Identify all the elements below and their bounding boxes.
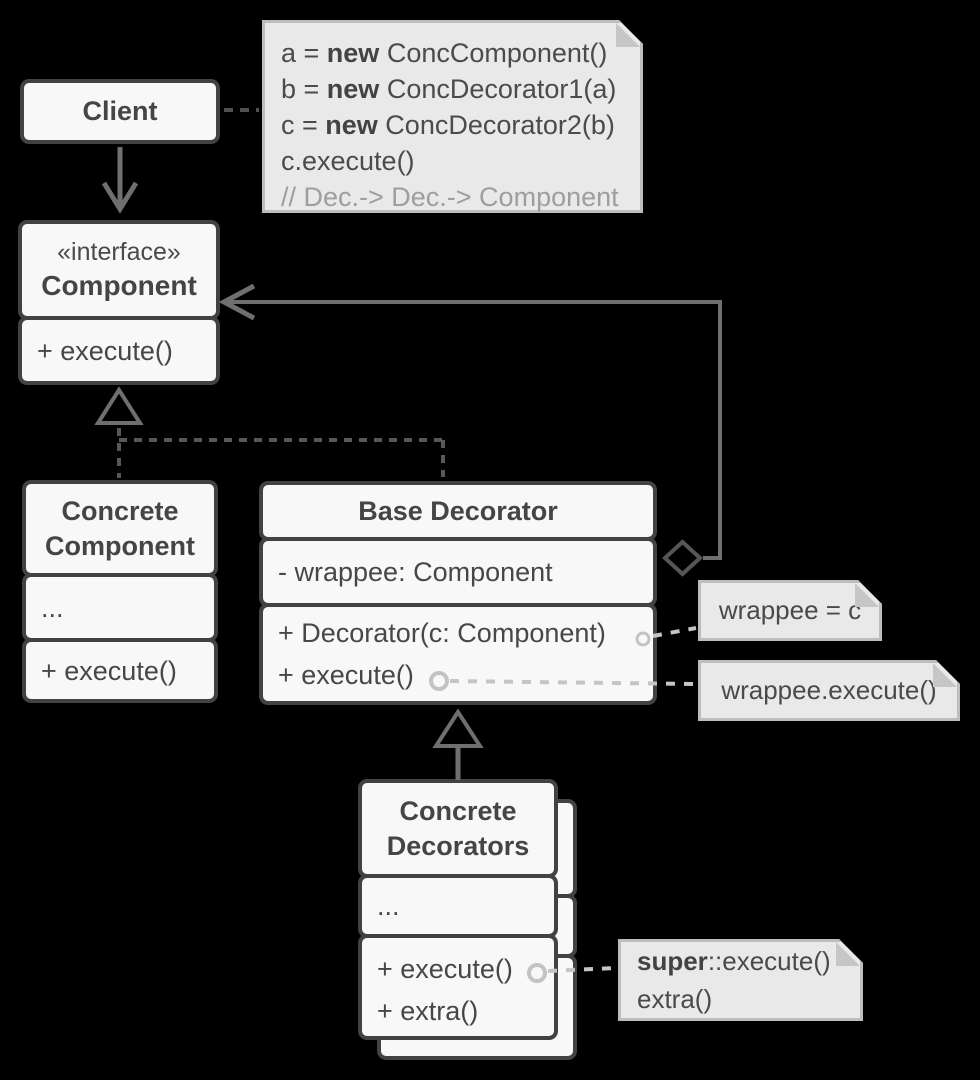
client-title-compartment: Client: [20, 79, 220, 144]
class-component: «interface» Component + execute(): [18, 220, 220, 385]
class-client: Client: [20, 79, 220, 144]
code-line: a = new ConcComponent(): [281, 38, 608, 68]
code-line: b = new ConcDecorator1(a): [281, 74, 617, 104]
note-super-execute: super::execute() extra(): [618, 939, 863, 1021]
component-title-compartment: «interface» Component: [18, 220, 220, 320]
class-base-decorator: Base Decorator - wrappee: Component + De…: [259, 481, 657, 705]
method-row: + extra(): [377, 996, 479, 1026]
note-wrappee-execute: wrappee.execute(): [698, 660, 960, 721]
note-text-line: super::execute(): [637, 946, 831, 976]
code-line: c.execute(): [281, 146, 415, 176]
open-arrowhead-icon: [218, 283, 256, 321]
method-row: + execute(): [278, 660, 414, 690]
ellipsis-row: ...: [41, 592, 64, 623]
attribute-row: - wrappee: Component: [278, 557, 553, 587]
method-row: + execute(): [377, 954, 513, 984]
base-decorator-name: Base Decorator: [358, 495, 558, 526]
concrete-decorators-fields-compartment: ...: [358, 874, 558, 938]
concrete-component-fields-compartment: ...: [22, 573, 218, 642]
hollow-triangle-icon: [94, 386, 144, 425]
note-fold-icon: [855, 583, 879, 607]
note-text-line: extra(): [637, 984, 713, 1014]
aggregation-diamond-icon: [662, 539, 703, 577]
class-concrete-decorators: Concrete Decorators ... + execute() + ex…: [358, 779, 558, 1040]
code-comment: // Dec.-> Dec.-> Component: [281, 182, 619, 212]
method-row: + execute(): [37, 335, 173, 366]
note-fold-icon: [933, 663, 957, 687]
note-wrappee-assign: wrappee = c: [698, 580, 882, 641]
note-fold-icon: [836, 942, 860, 966]
note-client-code: a = new ConcComponent() b = new ConcDeco…: [262, 20, 643, 213]
base-decorator-attributes-compartment: - wrappee: Component: [259, 537, 657, 607]
component-stereotype: «interface»: [57, 237, 181, 266]
base-decorator-methods-compartment: + Decorator(c: Component) + execute(): [259, 603, 657, 705]
concrete-component-methods-compartment: + execute(): [22, 638, 218, 703]
client-name: Client: [82, 96, 158, 127]
client-to-component-arrow: [101, 147, 139, 214]
realization-to-component: [94, 386, 445, 478]
hollow-triangle-icon: [432, 708, 484, 748]
concrete-decorators-name: Concrete Decorators: [386, 796, 530, 861]
component-methods-compartment: + execute(): [18, 316, 220, 385]
base-decorator-title-compartment: Base Decorator: [259, 481, 657, 541]
class-concrete-component: Concrete Component ... + execute(): [22, 480, 218, 703]
method-row: + Decorator(c: Component): [278, 618, 606, 648]
concrete-component-title-compartment: Concrete Component: [22, 480, 218, 577]
concrete-decorators-methods-compartment: + execute() + extra(): [358, 934, 558, 1040]
note-text: wrappee.execute(): [721, 675, 937, 705]
ellipsis-row: ...: [377, 891, 400, 921]
concrete-component-name: Concrete Component: [45, 496, 195, 561]
component-name: Component: [41, 270, 197, 302]
decorators-generalization: [432, 708, 484, 780]
concrete-decorators-title-compartment: Concrete Decorators: [358, 779, 558, 878]
method-row: + execute(): [41, 655, 177, 686]
code-line: c = new ConcDecorator2(b): [281, 110, 615, 140]
note-text: wrappee = c: [718, 595, 862, 625]
